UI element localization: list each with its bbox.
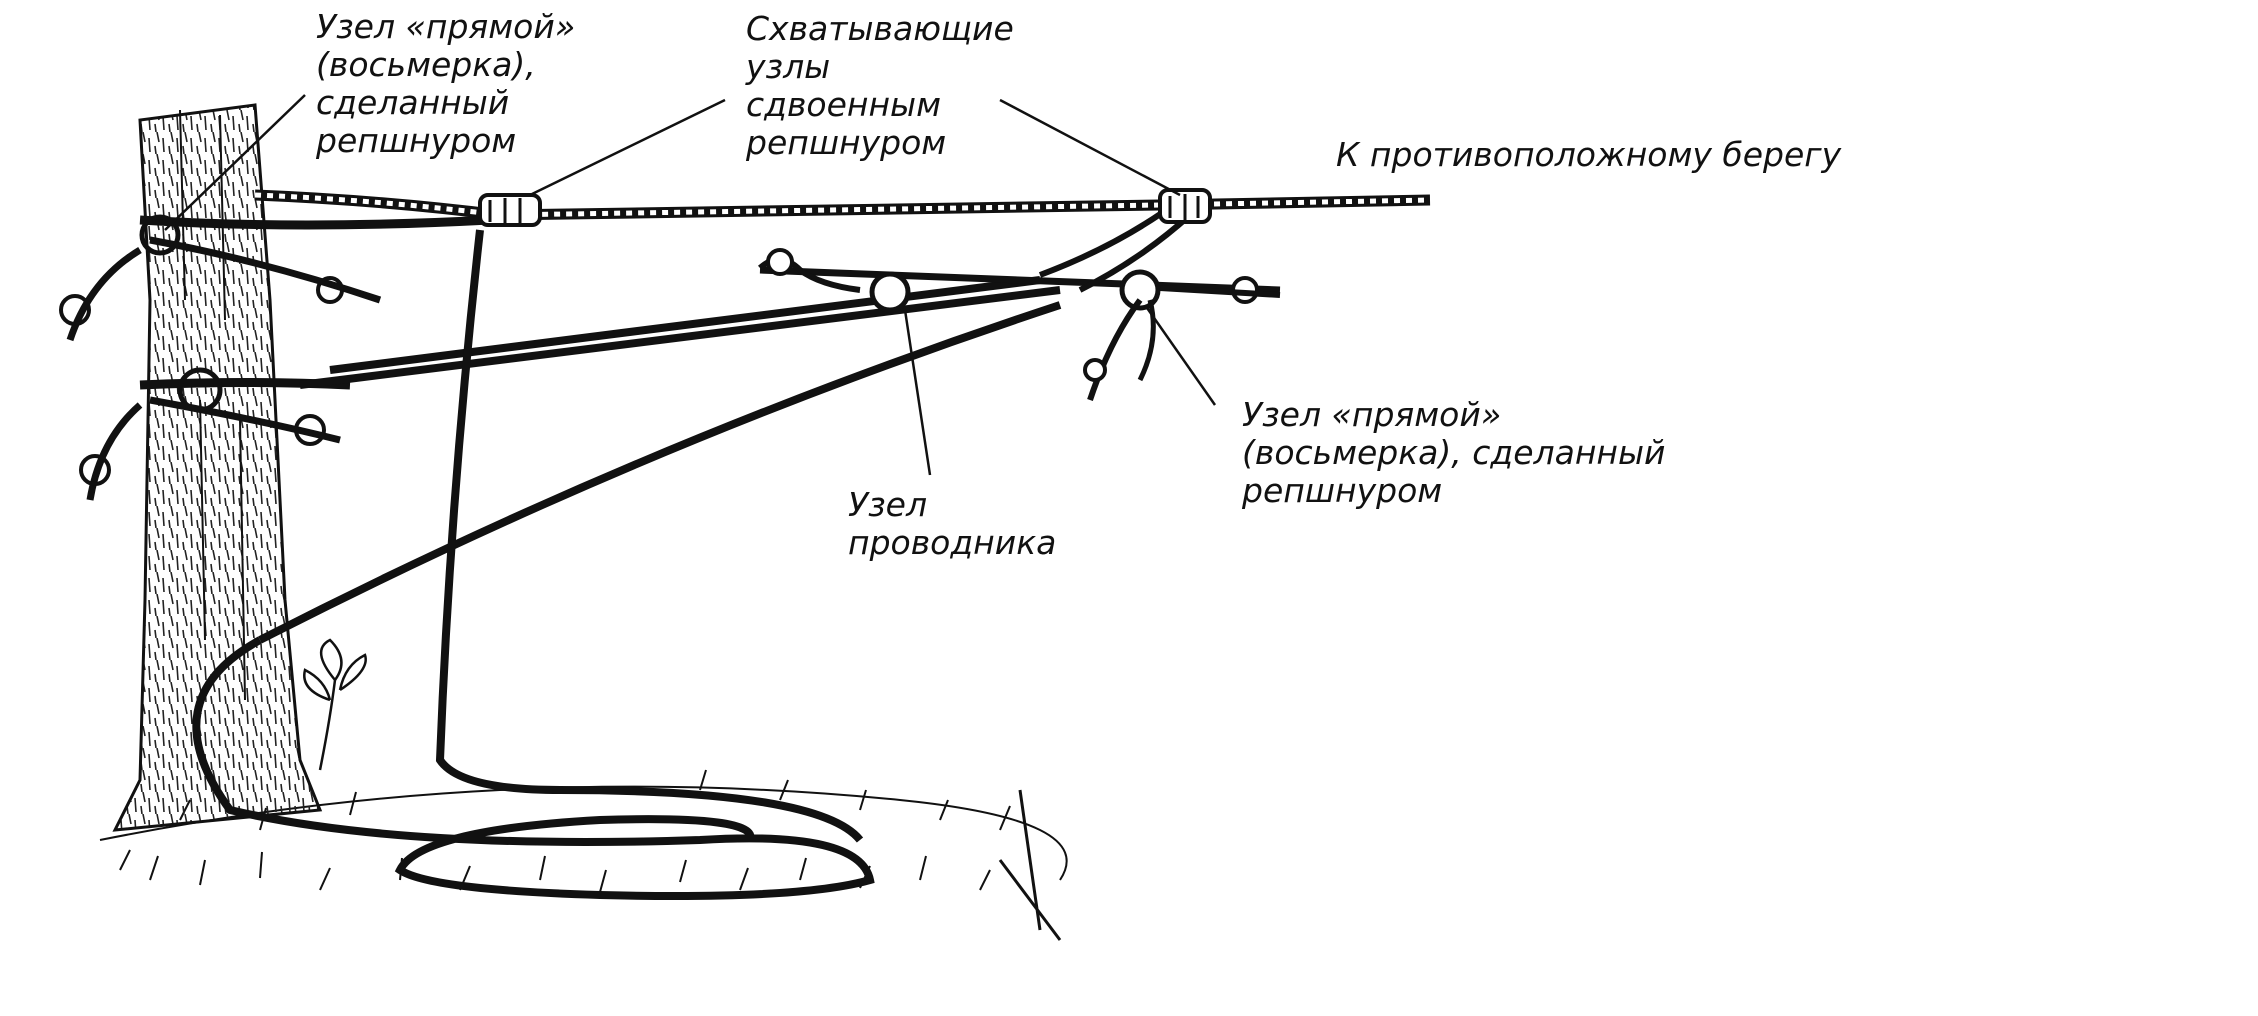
label-line: Схватывающие bbox=[746, 9, 1014, 48]
label-to-shore: К противоположному берегу bbox=[1336, 136, 1841, 174]
label-line: (восьмерка), сделанный bbox=[1242, 433, 1666, 472]
label-line: узлы bbox=[746, 47, 831, 86]
tree-trunk bbox=[112, 103, 323, 832]
label-line: Узел «прямой» bbox=[1242, 395, 1502, 434]
leader-guide bbox=[903, 309, 932, 476]
label-grab-knots: Схватывающие узлы сдвоенным репшнуром bbox=[746, 10, 1014, 162]
leader-fig8-top bbox=[164, 94, 306, 231]
upper-tree-loop bbox=[59, 214, 491, 342]
diagonal-ropes bbox=[258, 197, 1281, 644]
grab-knot-right bbox=[1158, 188, 1212, 224]
label-line: проводника bbox=[848, 523, 1057, 562]
label-line: (восьмерка), bbox=[316, 45, 536, 84]
guide-knot bbox=[757, 248, 911, 313]
label-figure-eight-top: Узел «прямой» (восьмерка), сделанный реп… bbox=[316, 8, 575, 160]
rope-coil bbox=[192, 636, 875, 900]
label-line: сделанный bbox=[316, 83, 510, 122]
label-line: репшнуром bbox=[1242, 471, 1443, 510]
main-rope bbox=[254, 189, 1431, 221]
label-line: К противоположному берегу bbox=[1336, 135, 1842, 174]
label-line: репшнуром bbox=[746, 123, 947, 162]
leader-grab-left bbox=[529, 98, 726, 197]
label-line: репшнуром bbox=[316, 121, 517, 160]
leader-grab-right bbox=[999, 98, 1181, 197]
grab-knot-left bbox=[478, 193, 542, 227]
label-figure-eight-right: Узел «прямой» (восьмерка), сделанный реп… bbox=[1242, 396, 1666, 510]
label-guide-knot: Узел проводника bbox=[848, 486, 1056, 562]
label-line: Узел bbox=[848, 485, 928, 524]
hanging-rope bbox=[435, 229, 561, 794]
label-line: сдвоенным bbox=[746, 85, 942, 124]
leader-lines bbox=[164, 94, 1217, 476]
label-line: Узел «прямой» bbox=[316, 7, 576, 46]
plant bbox=[303, 638, 367, 771]
figure-eight-right bbox=[1083, 269, 1281, 401]
leader-fig8-right bbox=[1143, 304, 1217, 406]
